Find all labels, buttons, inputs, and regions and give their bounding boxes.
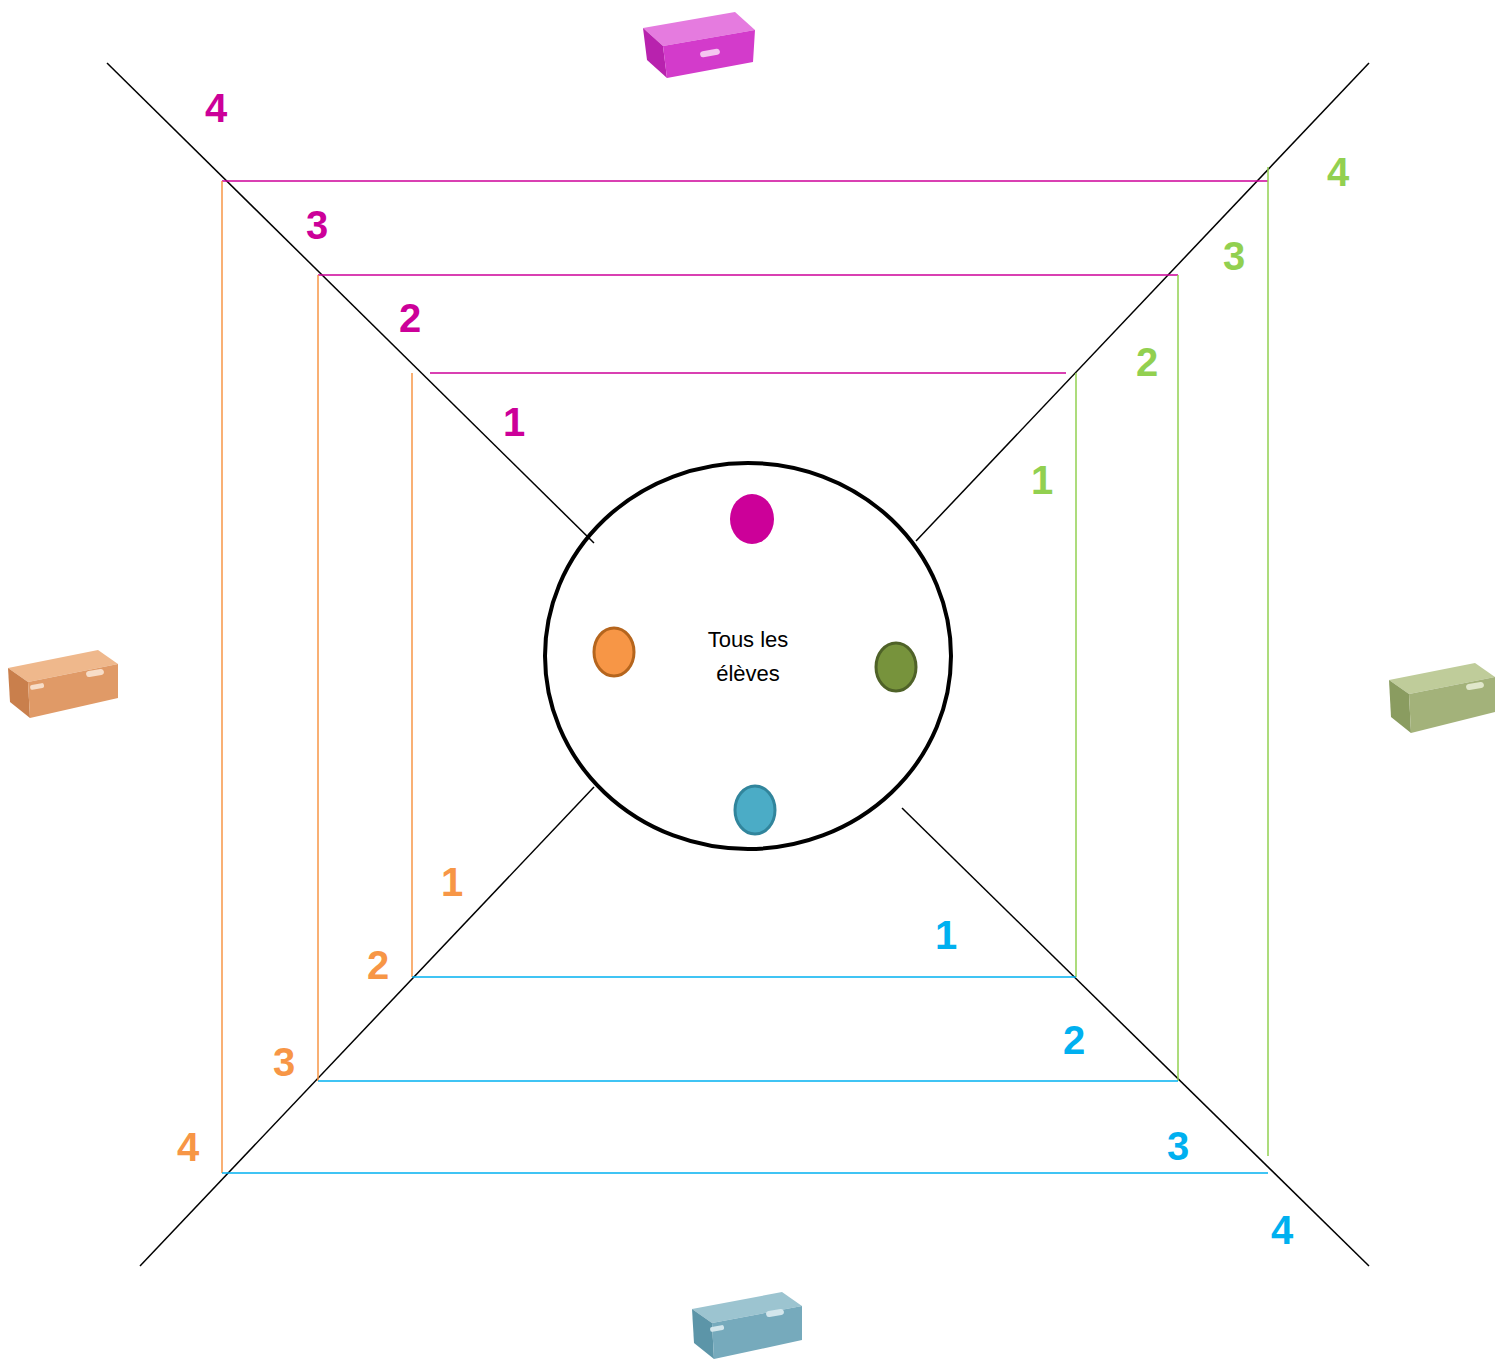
callout-number: 1 [439, 862, 465, 902]
green-lines [1076, 167, 1268, 1156]
callout-number: 1 [1029, 460, 1055, 500]
magenta-dot [730, 494, 774, 544]
green-crate [1389, 663, 1495, 733]
callout-number: 3 [271, 1042, 297, 1082]
circle-outline [543, 461, 953, 851]
blue-lines [222, 977, 1268, 1173]
orange-crate [8, 650, 118, 718]
orange-dot [594, 628, 634, 676]
callout-number: 1 [933, 915, 959, 955]
callout-number: 4 [1325, 152, 1351, 192]
group-circle: Tous les élèves [543, 461, 953, 851]
blue-crate [692, 1292, 802, 1359]
callout-number: 3 [1165, 1126, 1191, 1166]
callout-number: 3 [304, 205, 330, 245]
callout-number: 3 [1221, 236, 1247, 276]
diagonal-lines [107, 63, 1369, 1266]
callout-number: 2 [1134, 342, 1160, 382]
callout-number: 4 [175, 1127, 201, 1167]
callout-number: 2 [1061, 1020, 1087, 1060]
callout-number: 4 [1269, 1210, 1295, 1250]
blue-dot [735, 786, 775, 834]
callout-number: 1 [501, 402, 527, 442]
circle-label: Tous les élèves [688, 623, 808, 691]
magenta-crate [643, 12, 755, 78]
callout-number: 4 [203, 88, 229, 128]
magenta-lines [222, 181, 1268, 373]
callout-number: 2 [397, 298, 423, 338]
green-dot [876, 643, 916, 691]
orange-lines [222, 181, 412, 1173]
callout-number: 2 [365, 945, 391, 985]
